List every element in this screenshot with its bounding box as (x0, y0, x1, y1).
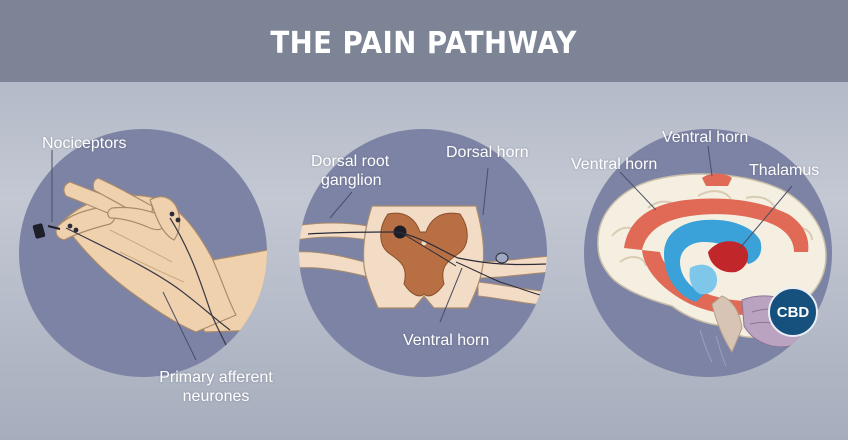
label-primary-afferent-line2: neurones (182, 388, 250, 405)
spine-ventral-horn-pointer (439, 267, 463, 323)
label-dorsal-horn: Dorsal horn (446, 144, 529, 161)
title-banner: THE PAIN PATHWAY (0, 0, 848, 82)
label-primary-afferent-line1: Primary afferent (159, 369, 273, 386)
label-thalamus: Thalamus (749, 162, 820, 179)
label-primary-afferent: Primary afferent neurones (154, 368, 278, 406)
cbd-badge: CBD (768, 287, 818, 337)
label-drg-line2: ganglion (321, 172, 382, 189)
label-brain-ventral-horn-top: Ventral horn (662, 129, 749, 146)
hand-illustration (32, 177, 267, 346)
label-nociceptors: Nociceptors (42, 135, 127, 152)
dorsal-horn-pointer (482, 167, 489, 216)
label-brain-ventral-horn-left: Ventral horn (571, 156, 658, 173)
brain-ventral-horn-left-pointer (619, 171, 657, 211)
label-spine-ventral-horn: Ventral horn (403, 332, 490, 349)
label-dorsal-root-ganglion: Dorsal root ganglion (311, 152, 397, 190)
brain-ventral-horn-top-pointer (707, 145, 713, 177)
thalamus-pointer (739, 185, 793, 249)
page-title: THE PAIN PATHWAY (270, 25, 578, 61)
afferent-pointer (162, 291, 197, 361)
spinal-cord-illustration (299, 205, 547, 309)
drg-pointer (329, 191, 353, 219)
label-drg-line1: Dorsal root (311, 153, 390, 170)
